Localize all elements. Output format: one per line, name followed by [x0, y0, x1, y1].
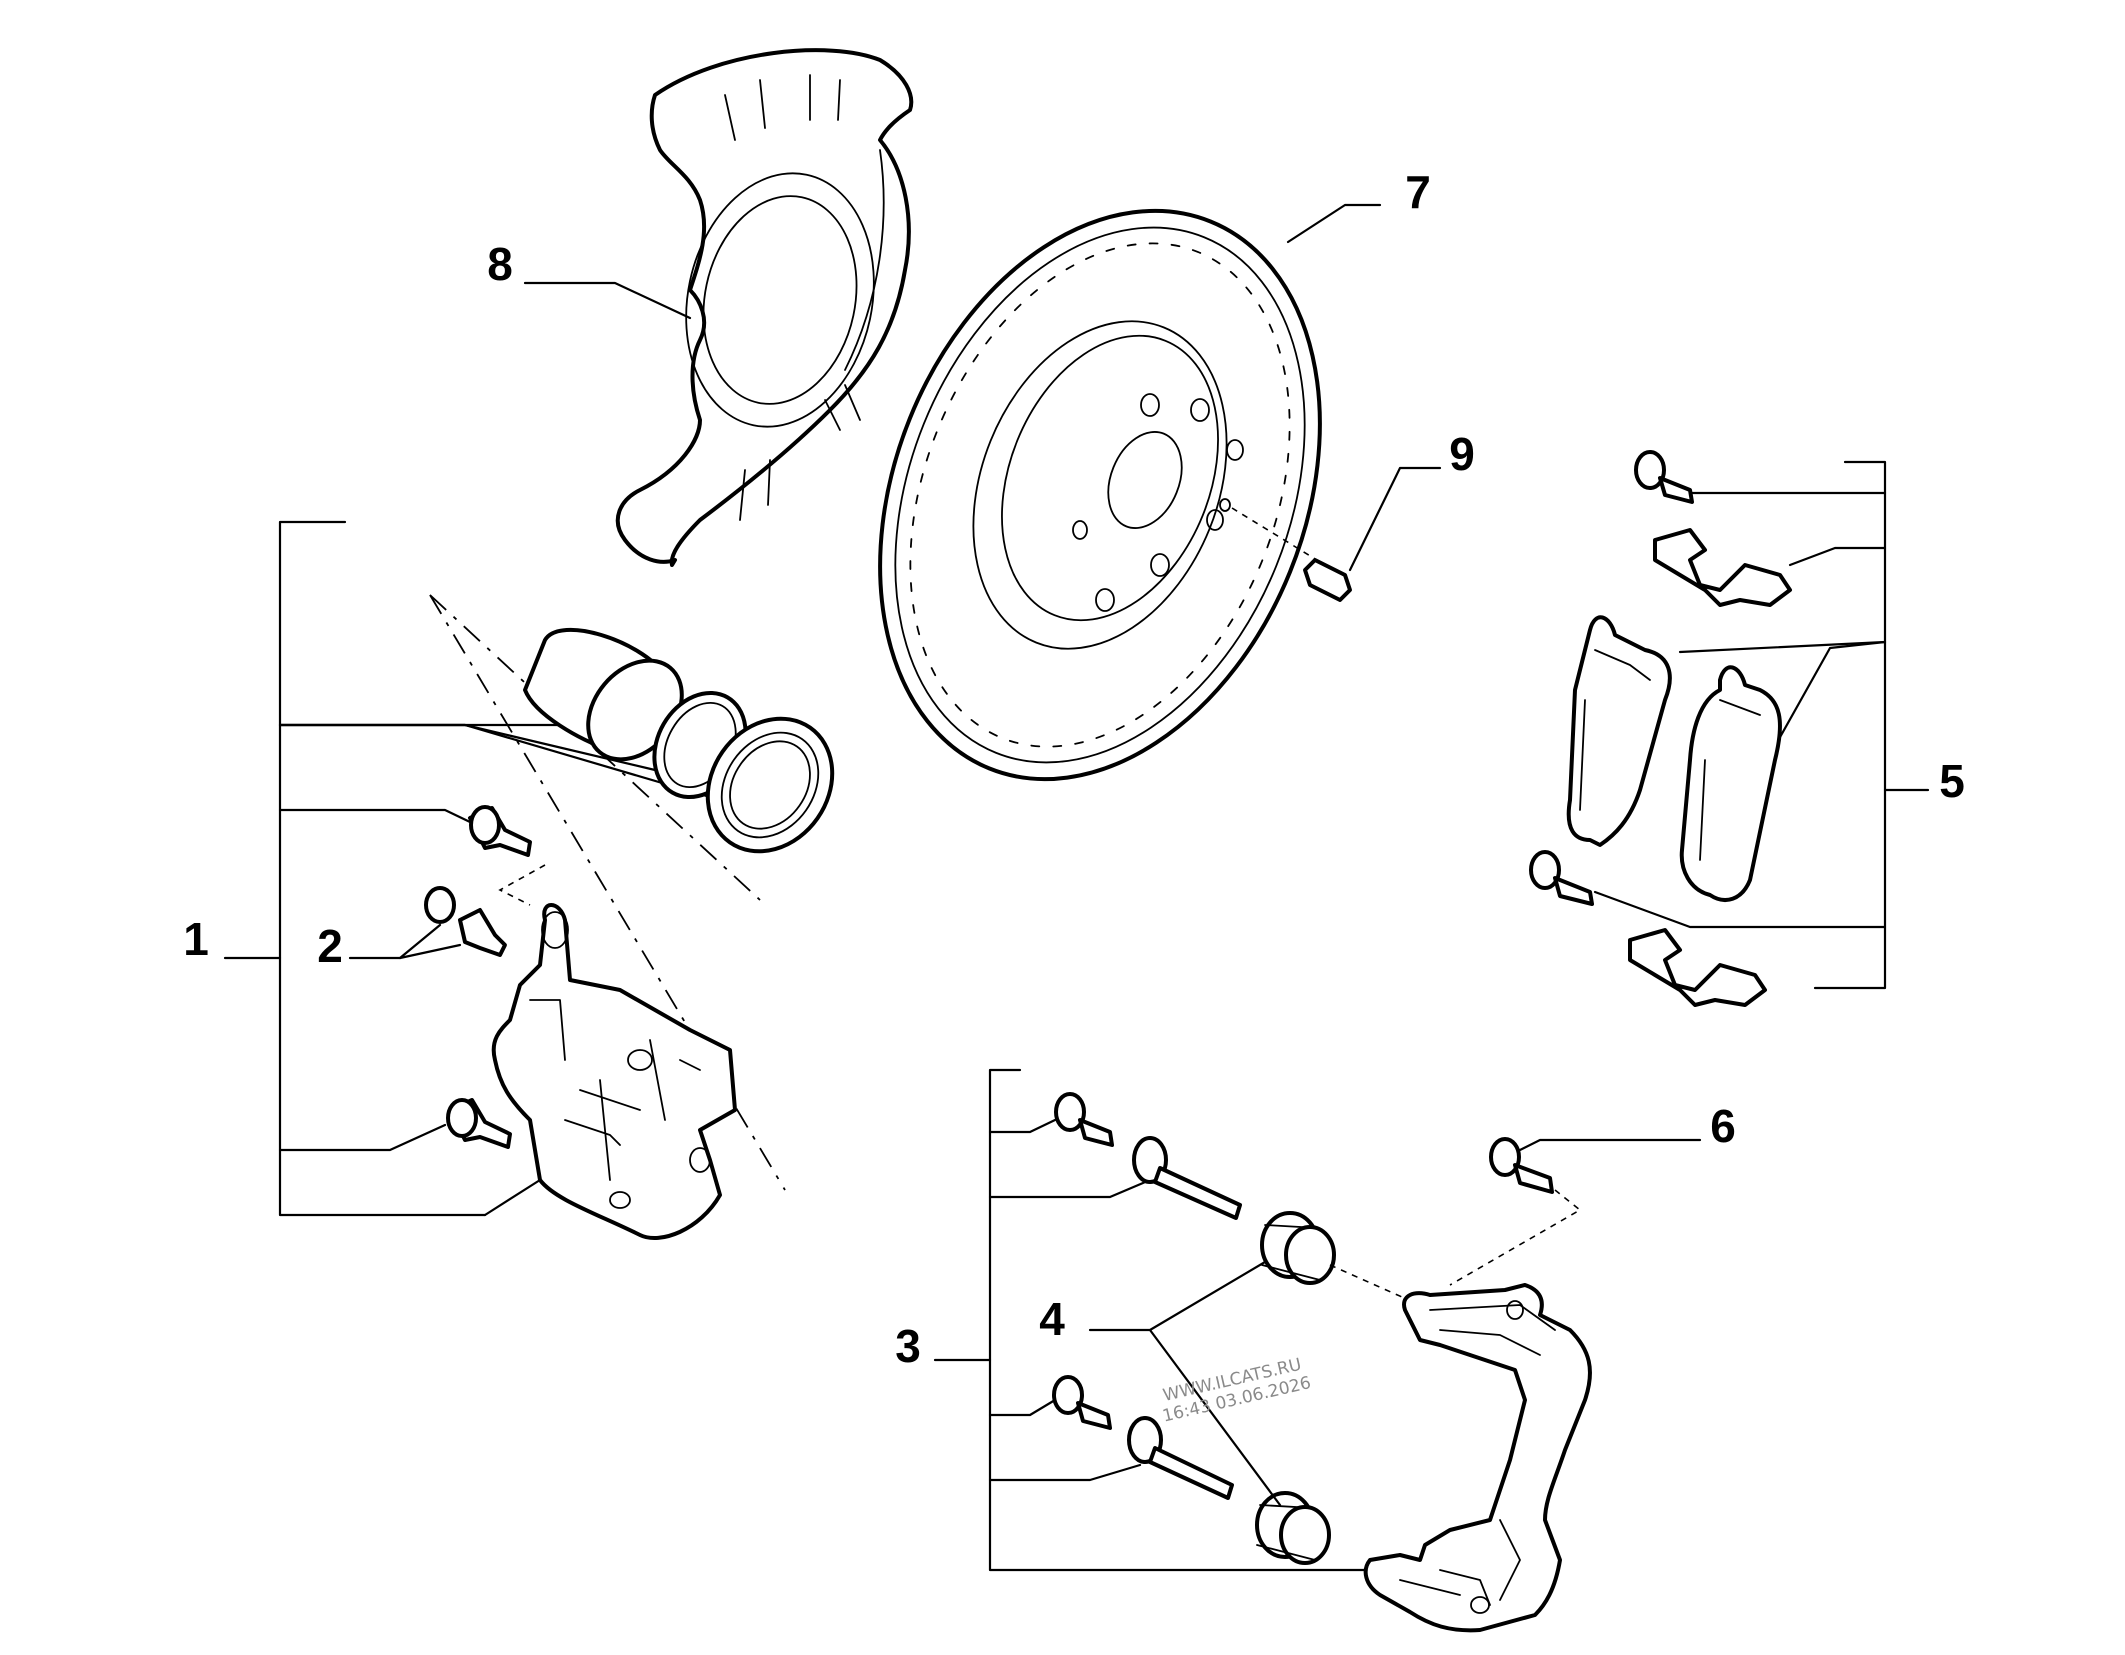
bleeder-valve	[424, 864, 546, 957]
callout-2: 2	[317, 920, 343, 972]
dust-shield	[615, 48, 914, 567]
pad-clip-upper	[1653, 528, 1792, 607]
caliper-bolt-upper	[468, 805, 532, 857]
guide-bushing-lower	[1255, 1491, 1331, 1565]
callout-3: 3	[895, 1320, 921, 1372]
caliper-bolt-lower	[446, 1098, 512, 1149]
piston-boot	[705, 716, 835, 854]
disc-screw	[1231, 507, 1352, 602]
bracket-mount-bolt	[1329, 1137, 1582, 1306]
guide-pin-upper	[1132, 1136, 1242, 1220]
guide-bushing-upper	[1260, 1211, 1336, 1285]
caliper-body	[491, 903, 737, 1241]
guide-pin-lower	[1127, 1416, 1234, 1500]
callout-6: 6	[1710, 1100, 1736, 1152]
callout-9: 9	[1449, 428, 1475, 480]
pad-clip-lower	[1628, 928, 1767, 1007]
caliper-bracket	[1363, 1283, 1592, 1633]
watermark: WWW.ILCATS.RU 16:43 03.06.2026	[1161, 1355, 1313, 1427]
bracket-bolt-lower	[1052, 1375, 1112, 1430]
callout-5: 5	[1939, 755, 1965, 807]
brake-disc	[878, 208, 1322, 782]
brake-pad-inner	[1679, 665, 1782, 902]
callout-1: 1	[183, 913, 209, 965]
bracket-bolt-upper	[1054, 1092, 1114, 1147]
brake-pad-outer	[1566, 615, 1672, 847]
pad-bolt-lower	[1529, 850, 1594, 906]
callout-8: 8	[487, 238, 513, 290]
pad-bolt-upper	[1634, 450, 1694, 504]
callout-7: 7	[1405, 166, 1431, 218]
callout-4: 4	[1039, 1293, 1065, 1345]
